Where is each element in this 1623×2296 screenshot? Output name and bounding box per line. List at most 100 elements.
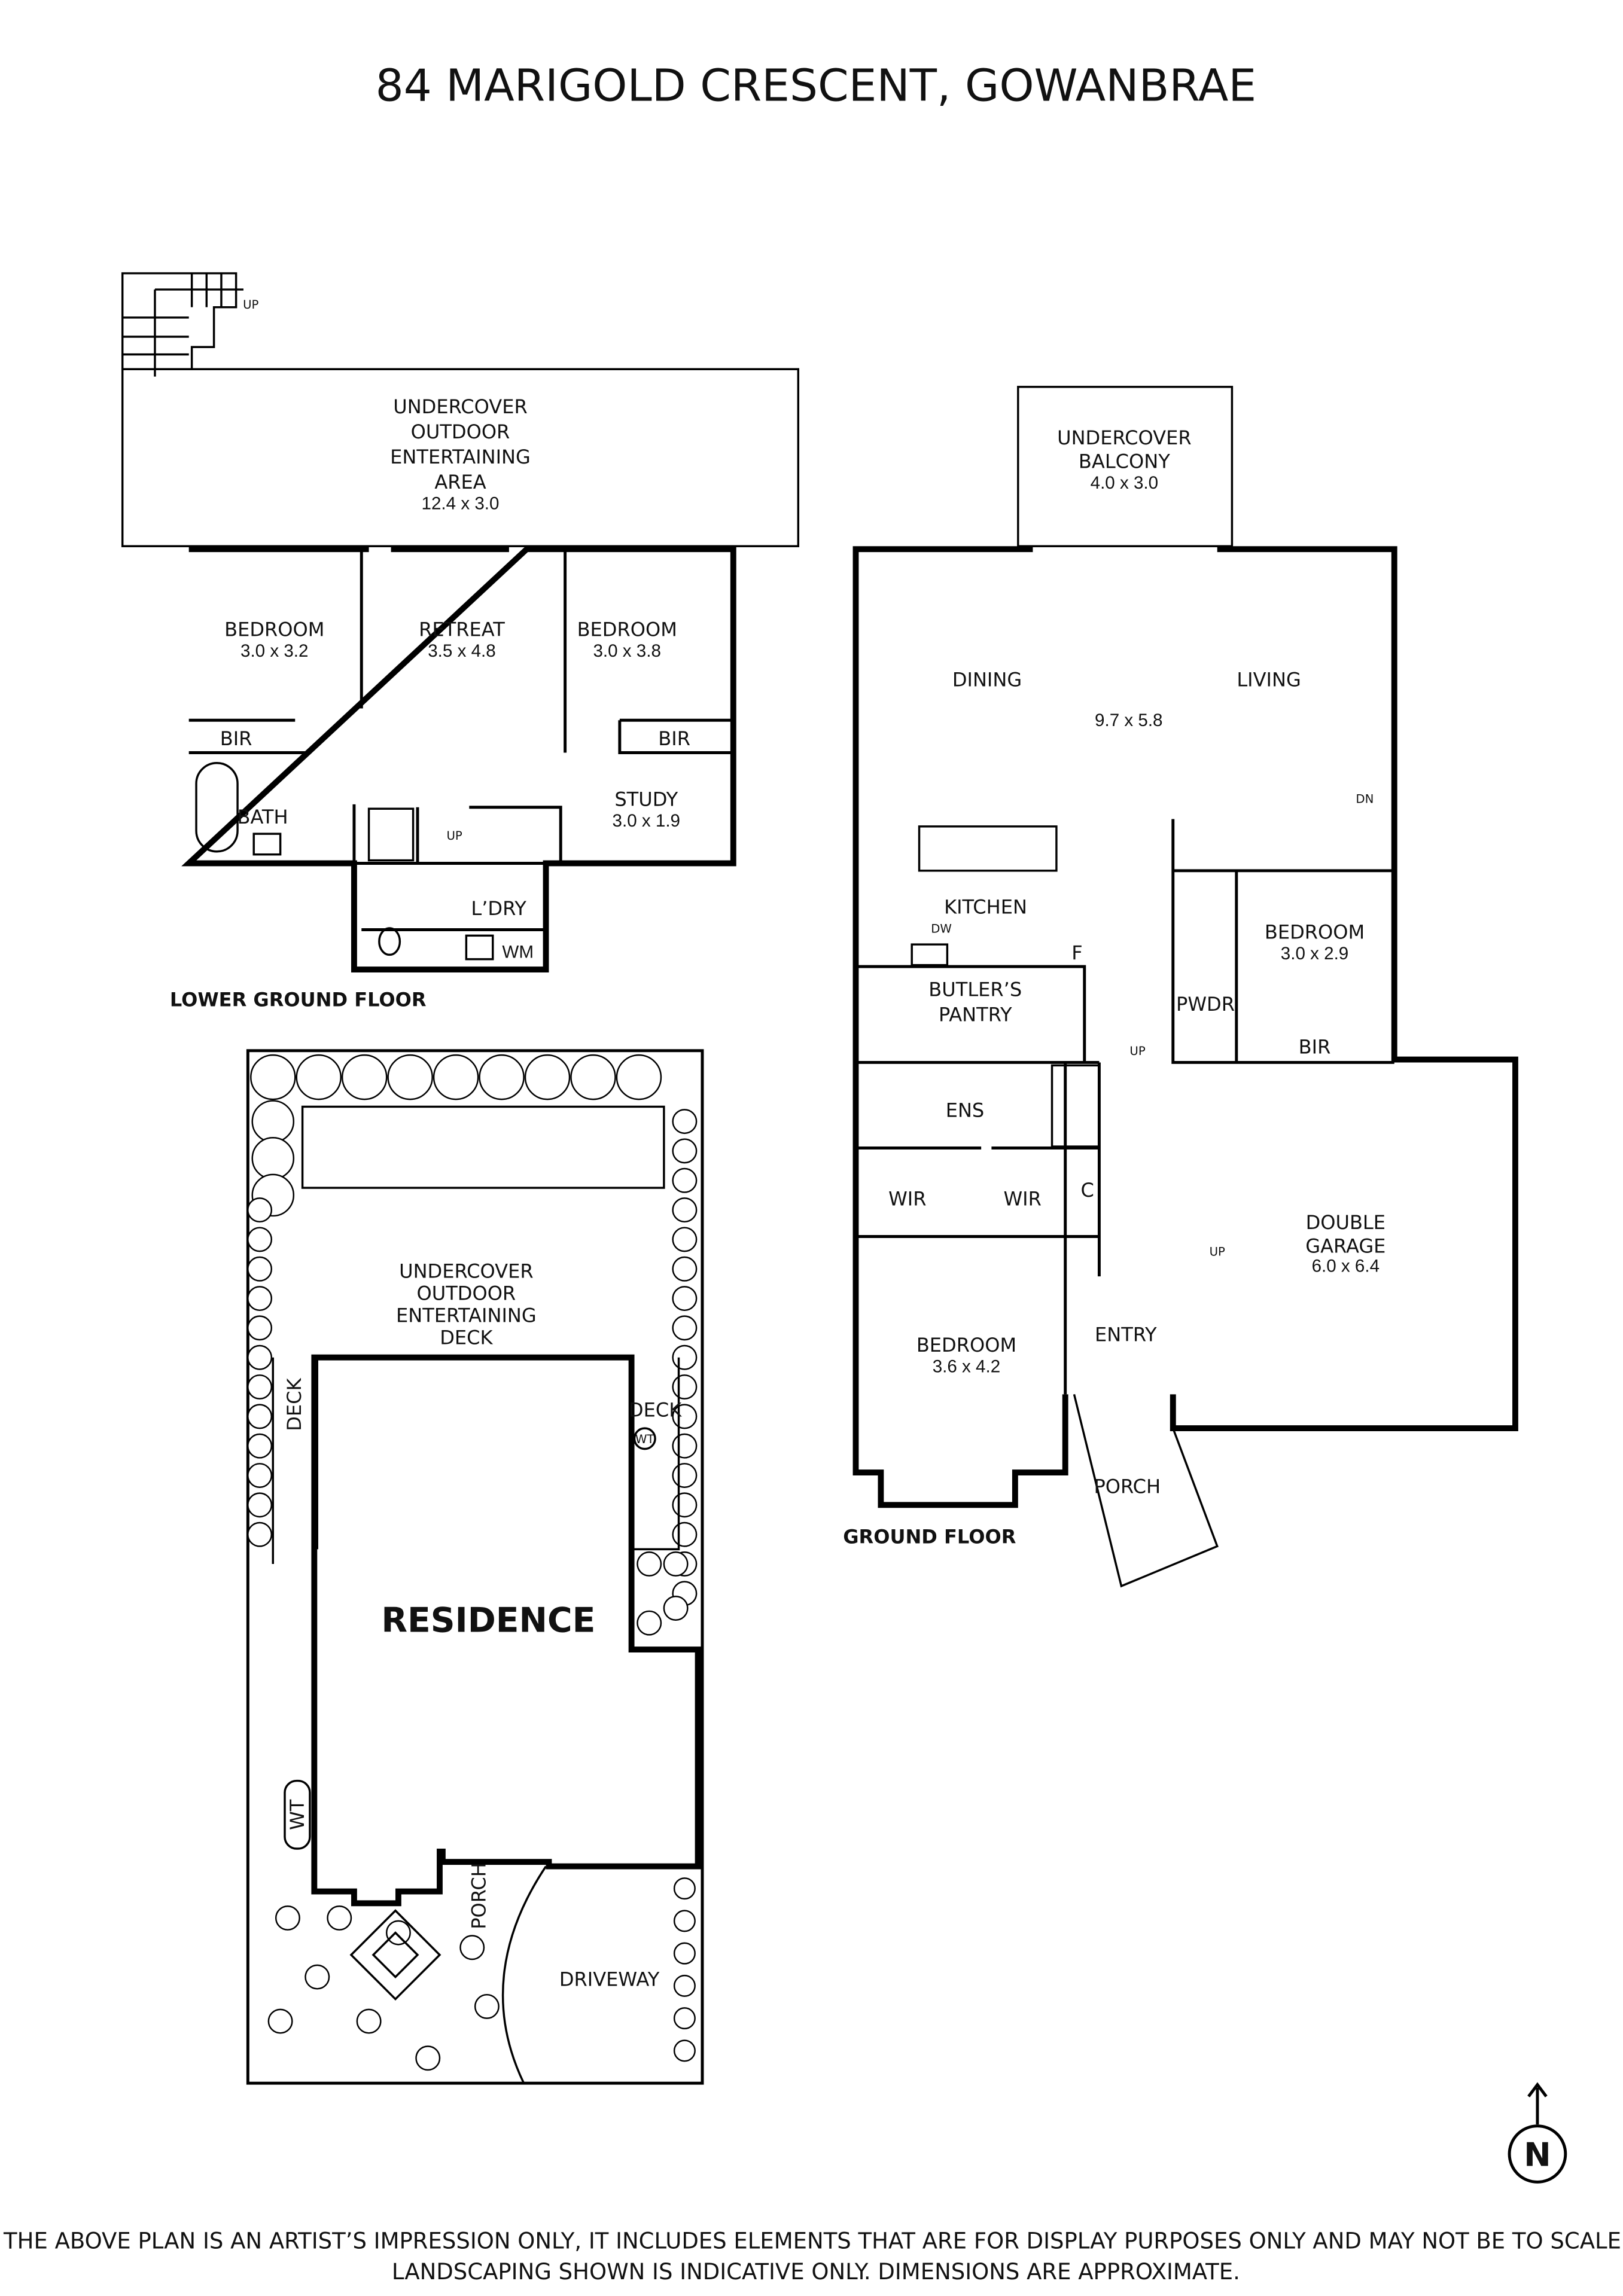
decks <box>272 1357 680 1565</box>
deck-left-label: DECK <box>283 1378 306 1431</box>
plant-icon <box>327 1905 352 1931</box>
room-bedroom-1-dim: 3.0 x 3.2 <box>240 641 308 661</box>
site-deck-label-4: DECK <box>440 1327 493 1349</box>
plant-icon <box>672 1433 698 1459</box>
room-powder: PWDR <box>1176 993 1235 1016</box>
room-bedroom-a: BEDROOM <box>1265 920 1365 943</box>
plant-icon <box>673 1877 696 1900</box>
plant-icon <box>672 1492 698 1518</box>
site-deck-label-3: ENTERTAINING <box>396 1304 537 1327</box>
north-arrow-icon <box>1527 2082 1548 2125</box>
plant-icon <box>672 1374 698 1400</box>
wir-2: WIR <box>1003 1188 1041 1210</box>
plant-icon <box>433 1054 479 1100</box>
plant-icon <box>356 2008 382 2034</box>
bathtub-icon <box>195 762 239 853</box>
plant-icon <box>341 1054 388 1100</box>
cupboard: C <box>1081 1179 1094 1202</box>
water-tank-icon <box>284 1779 311 1850</box>
kitchen-island-icon <box>918 825 1058 872</box>
room-retreat: RETREAT <box>419 618 505 641</box>
room-study: STUDY <box>614 788 678 810</box>
north-arrow: N <box>1508 2082 1567 2184</box>
plant-icon <box>672 1227 698 1252</box>
plant-icon <box>616 1054 662 1100</box>
svg-text:ENTERTAINING: ENTERTAINING <box>390 446 531 468</box>
plant-icon <box>672 1167 698 1193</box>
room-garage: DOUBLE <box>1306 1211 1386 1234</box>
plant-icon <box>672 1344 698 1370</box>
plant-icon <box>415 2045 441 2071</box>
plant-icon <box>247 1344 273 1370</box>
disclaimer-line-2: LANDSCAPING SHOWN IS INDICATIVE ONLY. DI… <box>392 2259 1240 2285</box>
plant-icon <box>247 1256 273 1282</box>
room-bedroom-a-dim: 3.0 x 2.9 <box>1281 944 1348 963</box>
plant-icon <box>570 1054 616 1100</box>
svg-text:UNDERCOVER: UNDERCOVER <box>393 395 528 418</box>
sink-icon <box>252 833 282 856</box>
plant-icon <box>672 1315 698 1341</box>
plant-icon <box>247 1286 273 1312</box>
fridge-label: F <box>1071 941 1082 964</box>
plant-icon <box>673 1910 696 1932</box>
plant-icon <box>247 1492 273 1518</box>
deck-right-label: DECK <box>629 1398 682 1421</box>
room-porch: PORCH <box>1094 1475 1161 1498</box>
water-tank-icon <box>633 1427 656 1450</box>
ground-interior-walls <box>855 819 1394 1395</box>
shower-icon <box>367 807 415 862</box>
plant-icon <box>296 1054 342 1100</box>
dishwasher-label: DW <box>931 922 952 935</box>
page-title: 84 MARIGOLD CRESCENT, GOWANBRAE <box>376 60 1257 111</box>
north-label: N <box>1524 2136 1551 2173</box>
residence-label: RESIDENCE <box>381 1600 595 1640</box>
bir: BIR <box>1299 1036 1331 1059</box>
plant-icon <box>672 1138 698 1164</box>
plant-icon <box>673 1942 696 1965</box>
plant-icon <box>247 1374 273 1400</box>
plant-icon <box>247 1521 273 1547</box>
plant-icon <box>672 1521 698 1547</box>
driveway-edge <box>501 1865 547 2084</box>
lower-ground-floor-plan: UP UNDERCOVER OUTDOOR ENTERTAINING AREA … <box>121 272 800 1011</box>
plant-icon <box>672 1256 698 1282</box>
dining-living-dim: 9.7 x 5.8 <box>1095 711 1162 730</box>
room-bedroom-b-dim: 3.6 x 4.2 <box>933 1356 1000 1376</box>
landscaping-plants <box>247 1054 698 2071</box>
svg-text:AREA: AREA <box>434 471 486 493</box>
room-living: LIVING <box>1237 669 1301 691</box>
plant-icon <box>247 1404 273 1429</box>
plant-icon <box>385 1920 411 1946</box>
plant-icon <box>637 1610 662 1636</box>
plant-icon <box>247 1315 273 1341</box>
plant-icon <box>524 1054 571 1100</box>
stairs-up-label: UP <box>243 298 258 312</box>
lower-interior-walls <box>188 549 733 931</box>
plant-icon <box>247 1433 273 1459</box>
laundry-sink-icon <box>465 934 494 961</box>
plant-icon <box>387 1054 433 1100</box>
plant-icon <box>672 1109 698 1135</box>
plant-icon <box>474 1993 500 2019</box>
plant-icon <box>673 2039 696 2062</box>
room-bedroom-2-dim: 3.0 x 3.8 <box>593 641 660 661</box>
plant-icon <box>663 1551 689 1577</box>
room-bath: BATH <box>237 806 288 828</box>
room-kitchen: KITCHEN <box>944 895 1027 918</box>
garden-feature <box>349 1909 441 2001</box>
lower-walls <box>181 546 736 973</box>
undercover-balcony <box>1017 386 1234 547</box>
stair-treads <box>122 273 243 377</box>
plant-icon <box>673 2007 696 2030</box>
balcony-dim: 4.0 x 3.0 <box>1091 473 1158 493</box>
plant-icon <box>250 1054 296 1100</box>
room-retreat-dim: 3.5 x 4.8 <box>428 641 495 661</box>
inner-stairs-up: UP <box>446 829 462 843</box>
room-butlers-pantry-2: PANTRY <box>939 1003 1012 1026</box>
wm-label: WM <box>502 942 534 962</box>
step-up: UP <box>1129 1044 1145 1058</box>
plant-icon <box>267 2008 293 2034</box>
plant-icon <box>247 1227 273 1252</box>
plant-icon <box>672 1286 698 1312</box>
stairs-down: DN <box>1356 792 1374 806</box>
